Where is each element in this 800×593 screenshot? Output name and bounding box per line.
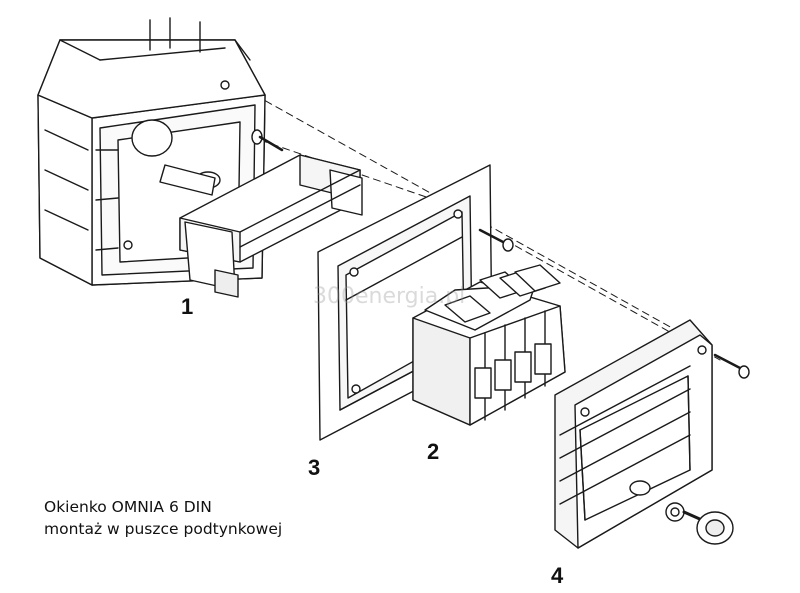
circuit-breaker	[412, 264, 566, 426]
caption-line-2: montaż w puszce podtynkowej	[44, 520, 283, 538]
flush-mount-box	[37, 17, 266, 286]
screw-top	[251, 129, 284, 152]
cover-window	[554, 319, 713, 549]
lock-key	[665, 502, 734, 545]
callout-1: 1	[181, 294, 194, 319]
callout-4: 4	[551, 563, 564, 588]
screw-middle	[478, 228, 514, 252]
caption: Okienko OMNIA 6 DIN montaż w puszce podt…	[44, 496, 282, 540]
callout-2: 2	[427, 439, 440, 464]
callout-3: 3	[308, 455, 321, 480]
caption-line-1: Okienko OMNIA 6 DIN	[44, 498, 212, 516]
screw-right	[713, 353, 750, 379]
watermark: 300energia.pl	[313, 284, 466, 309]
din-rail-bracket	[179, 154, 363, 298]
